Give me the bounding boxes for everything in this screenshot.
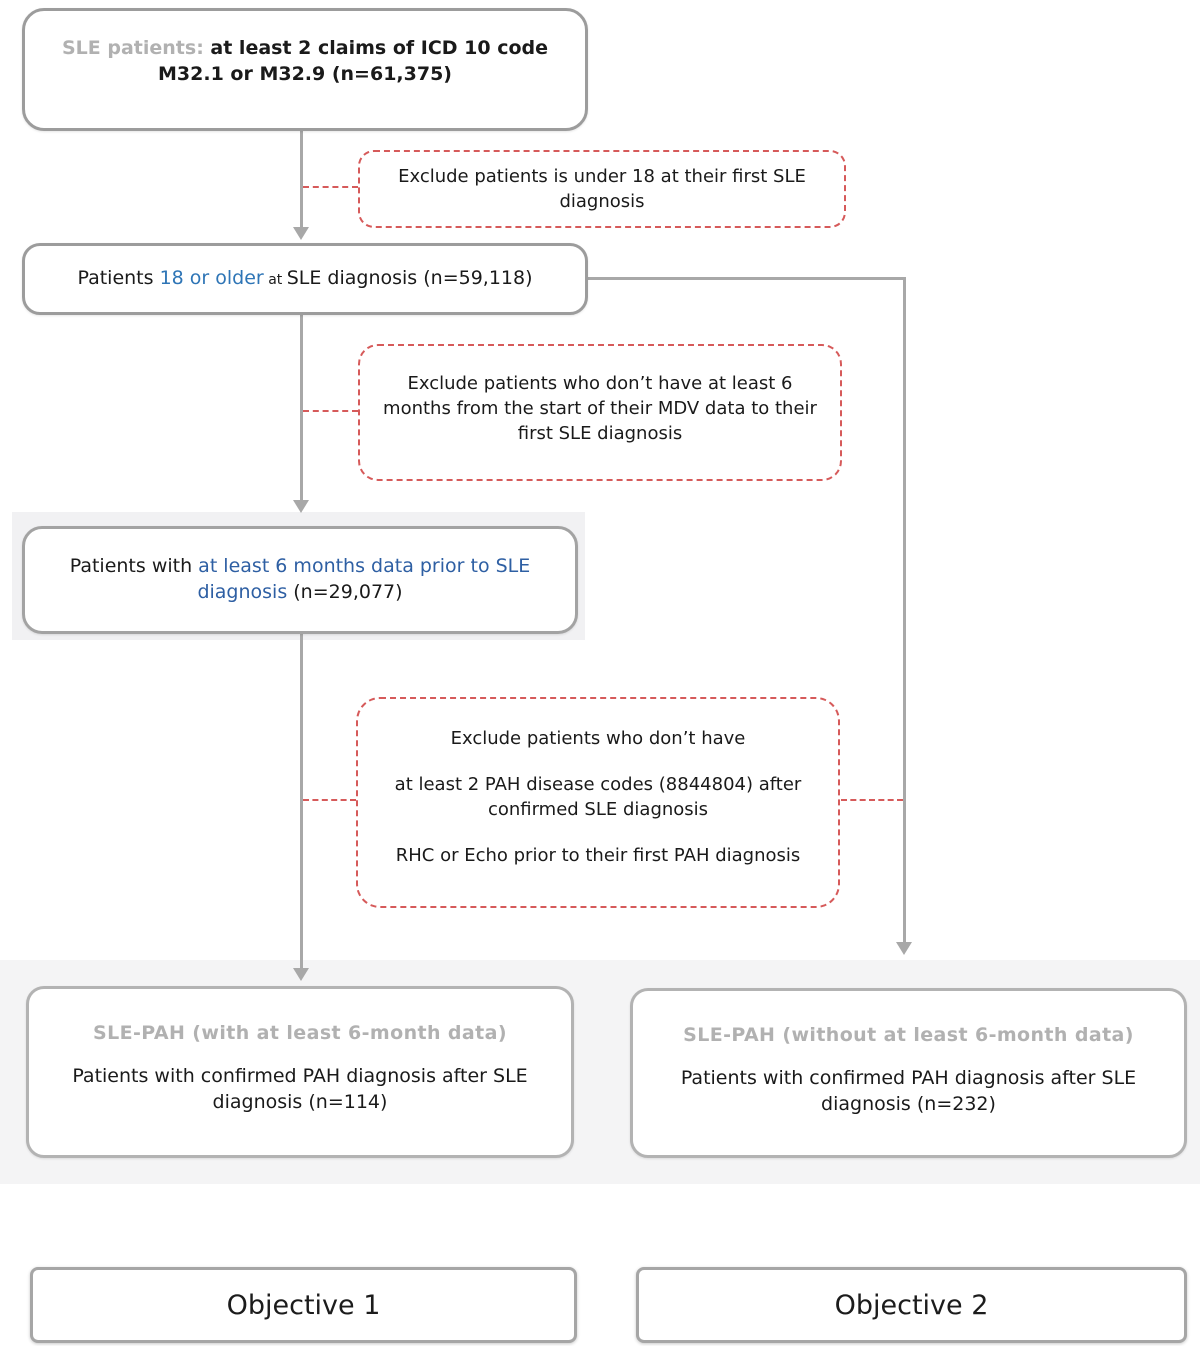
- outcome-sle-pah-with-data: SLE-PAH (with at least 6-month data) Pat…: [26, 986, 574, 1158]
- dashed-connector-exclude2: [303, 410, 358, 412]
- box3-post: (n=29,077): [287, 581, 403, 603]
- box3-highlight: at least 6 months data prior to SLE diag…: [197, 555, 531, 603]
- node-6-months-data: Patients with at least 6 months data pri…: [22, 526, 578, 634]
- branch-right-horizontal-line: [586, 277, 906, 280]
- arrow-box1-to-box2-line: [300, 131, 303, 229]
- objective-2-label: Objective 2: [834, 1289, 989, 1321]
- exclusion-no-pah-line1: Exclude patients who don’t have: [450, 728, 746, 749]
- dashed-connector-exclude3-left: [303, 799, 356, 801]
- node-6-months-data-text: Patients with at least 6 months data pri…: [53, 553, 547, 605]
- box3-pre: Patients with: [69, 555, 199, 577]
- outcome-left-body: Patients with confirmed PAH diagnosis af…: [72, 1065, 528, 1113]
- node-18-or-older: Patients 18 or older at SLE diagnosis (n…: [22, 243, 588, 315]
- box2-highlight: 18 or older: [159, 266, 264, 289]
- node-18-or-older-text: Patients 18 or older at SLE diagnosis (n…: [25, 266, 585, 293]
- dashed-connector-exclude1: [303, 186, 358, 188]
- objective-1-label: Objective 1: [226, 1289, 381, 1321]
- exclusion-no-6-months-text: Exclude patients who don’t have at least…: [383, 373, 817, 444]
- exclusion-under-18-text: Exclude patients is under 18 at their fi…: [398, 166, 806, 212]
- outcome-right-title: SLE-PAH (without at least 6-month data): [683, 1024, 1134, 1046]
- arrow-box2-to-box3-head: [293, 500, 309, 513]
- dashed-connector-exclude3-right: [841, 799, 903, 801]
- arrow-box3-to-outcome-line: [300, 633, 303, 970]
- branch-right-arrow-head: [896, 942, 912, 955]
- branch-right-vertical-line: [903, 277, 906, 944]
- arrow-box2-to-box3-line: [300, 314, 303, 502]
- outcome-left-title: SLE-PAH (with at least 6-month data): [93, 1022, 507, 1044]
- arrow-box3-to-outcome-head: [293, 968, 309, 981]
- node-sle-patients: SLE patients: at least 2 claims of ICD 1…: [22, 8, 588, 131]
- exclusion-no-pah-criteria: Exclude patients who don’t have at least…: [356, 697, 840, 908]
- exclusion-no-pah-line3: RHC or Echo prior to their first PAH dia…: [395, 845, 801, 866]
- outcome-right-body: Patients with confirmed PAH diagnosis af…: [680, 1067, 1137, 1115]
- sle-patients-criteria: at least 2 claims of ICD 10 code M32.1 o…: [158, 37, 549, 85]
- arrow-box1-to-box2-head: [293, 227, 309, 240]
- outcome-sle-pah-without-data: SLE-PAH (without at least 6-month data) …: [630, 988, 1187, 1158]
- node-sle-patients-text: SLE patients: at least 2 claims of ICD 1…: [38, 35, 572, 87]
- exclusion-under-18: Exclude patients is under 18 at their fi…: [358, 150, 846, 228]
- box2-small-at: at: [263, 271, 287, 288]
- box2-post: SLE diagnosis (n=59,118): [286, 266, 533, 289]
- objective-2-box: Objective 2: [636, 1267, 1187, 1343]
- objective-1-box: Objective 1: [30, 1267, 577, 1343]
- exclusion-no-pah-line2: at least 2 PAH disease codes (8844804) a…: [394, 774, 802, 820]
- sle-patients-label: SLE patients:: [61, 37, 204, 59]
- exclusion-no-6-months: Exclude patients who don’t have at least…: [358, 344, 842, 481]
- box2-pre: Patients: [77, 266, 160, 289]
